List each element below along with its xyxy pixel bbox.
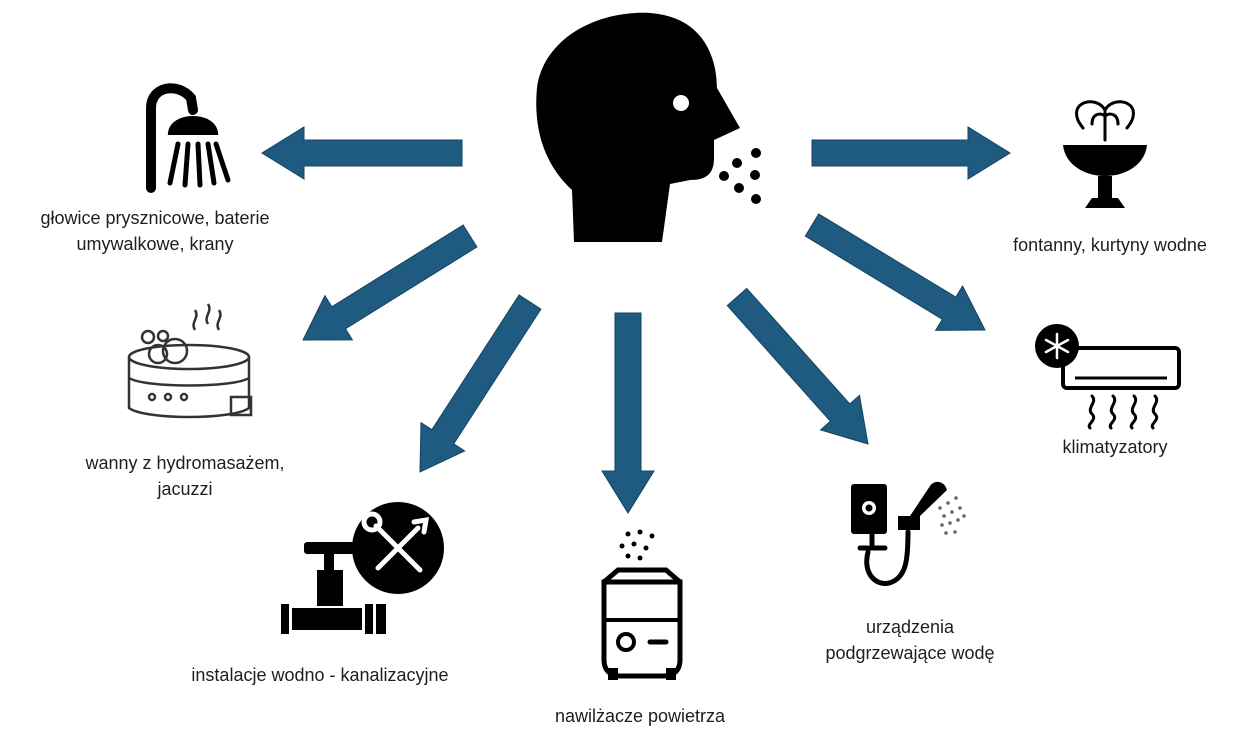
arrow-to-fountain bbox=[811, 126, 1011, 180]
label-hot-tub: wanny z hydromasażem, jacuzzi bbox=[40, 450, 330, 502]
water-heater-icon bbox=[851, 481, 966, 586]
label-water-heater-line-2: podgrzewające wodę bbox=[825, 643, 995, 663]
label-plumbing: instalacje wodno - kanalizacyjne bbox=[140, 662, 500, 688]
fountain-icon bbox=[1063, 100, 1147, 208]
humidifier-icon bbox=[601, 529, 683, 680]
label-shower-line-2: umywalkowe, krany bbox=[76, 234, 234, 254]
arrow-to-air-conditioner bbox=[804, 213, 986, 331]
arrow-to-humidifier bbox=[601, 312, 655, 514]
arrow-to-water-heater bbox=[726, 287, 869, 445]
arrow-to-hot-tub bbox=[302, 224, 478, 341]
label-shower-line-1: głowice prysznicowe, baterie bbox=[40, 208, 270, 228]
label-air-conditioner-line-1: klimatyzatory bbox=[1062, 437, 1168, 457]
pipe-valve-tools-icon bbox=[281, 502, 444, 634]
label-hot-tub-line-2: jacuzzi bbox=[157, 479, 213, 499]
label-hot-tub-line-1: wanny z hydromasażem, bbox=[85, 453, 285, 473]
hot-tub-icon bbox=[127, 303, 253, 419]
label-humidifier-line-1: nawilżacze powietrza bbox=[554, 706, 726, 726]
arrows-group bbox=[261, 126, 1011, 514]
label-fountain-line-1: fontanny, kurtyny wodne bbox=[1013, 235, 1207, 255]
label-shower: głowice prysznicowe, baterie umywalkowe,… bbox=[0, 205, 310, 257]
air-conditioner-icon bbox=[1035, 324, 1181, 430]
label-water-heater: urządzenia podgrzewające wodę bbox=[780, 614, 1040, 666]
label-air-conditioner: klimatyzatory bbox=[1030, 434, 1200, 460]
shower-head-icon bbox=[146, 83, 231, 193]
arrow-to-shower bbox=[261, 126, 463, 180]
label-fountain: fontanny, kurtyny wodne bbox=[985, 232, 1235, 258]
label-plumbing-line-1: instalacje wodno - kanalizacyjne bbox=[191, 665, 449, 685]
arrow-to-plumbing bbox=[419, 294, 542, 473]
head-exhaling-icon bbox=[536, 12, 761, 242]
label-water-heater-line-1: urządzenia bbox=[865, 617, 955, 637]
label-humidifier: nawilżacze powietrza bbox=[510, 703, 770, 729]
